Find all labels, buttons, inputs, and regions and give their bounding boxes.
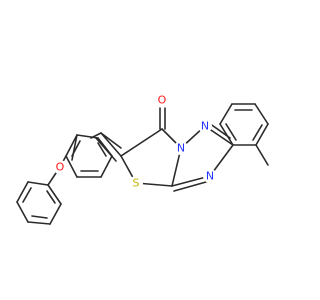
bond [16, 201, 29, 223]
atom-label-layer: O N N N S O [53, 93, 217, 190]
atom-n-triazole-bottom: N [203, 169, 217, 183]
bond [219, 103, 233, 125]
atom-symbol: N [177, 142, 185, 155]
label-background [198, 119, 212, 133]
bond [255, 144, 269, 166]
bond [225, 123, 237, 141]
label-background [129, 176, 143, 190]
bond [22, 187, 32, 203]
bond [31, 215, 48, 219]
bond [65, 155, 78, 178]
bond [100, 132, 122, 149]
bond [65, 134, 78, 157]
label-background [155, 93, 169, 107]
bond [76, 134, 99, 139]
atom-o-carbonyl: O [155, 93, 169, 107]
bond [49, 203, 62, 225]
bond [219, 123, 234, 146]
bond [16, 181, 29, 203]
bond [71, 134, 78, 161]
label-background [203, 169, 217, 183]
atom-symbol: O [56, 161, 65, 174]
bond [255, 123, 269, 146]
bond [47, 184, 62, 205]
atom-symbol: N [206, 170, 214, 183]
atom-symbol: N [201, 120, 209, 133]
bond [27, 221, 51, 225]
molecule-structure: O N N N S O [16, 93, 269, 225]
bond [97, 137, 113, 157]
atom-n-triazole-top: N [198, 119, 212, 133]
bond [27, 181, 49, 186]
bond [173, 181, 207, 192]
label-background [53, 160, 67, 174]
atom-s-ring: S [129, 176, 143, 190]
bond [100, 155, 113, 178]
atom-n-bridgehead: N [174, 141, 188, 155]
atom-o-ether: O [53, 160, 67, 174]
bond [254, 103, 269, 125]
bond [46, 190, 56, 204]
label-background [174, 141, 188, 155]
bond [97, 142, 107, 157]
bond [120, 128, 163, 157]
bond [100, 132, 122, 157]
bond [252, 124, 263, 141]
atom-symbol: S [133, 177, 140, 190]
atom-symbol: O [158, 94, 167, 107]
